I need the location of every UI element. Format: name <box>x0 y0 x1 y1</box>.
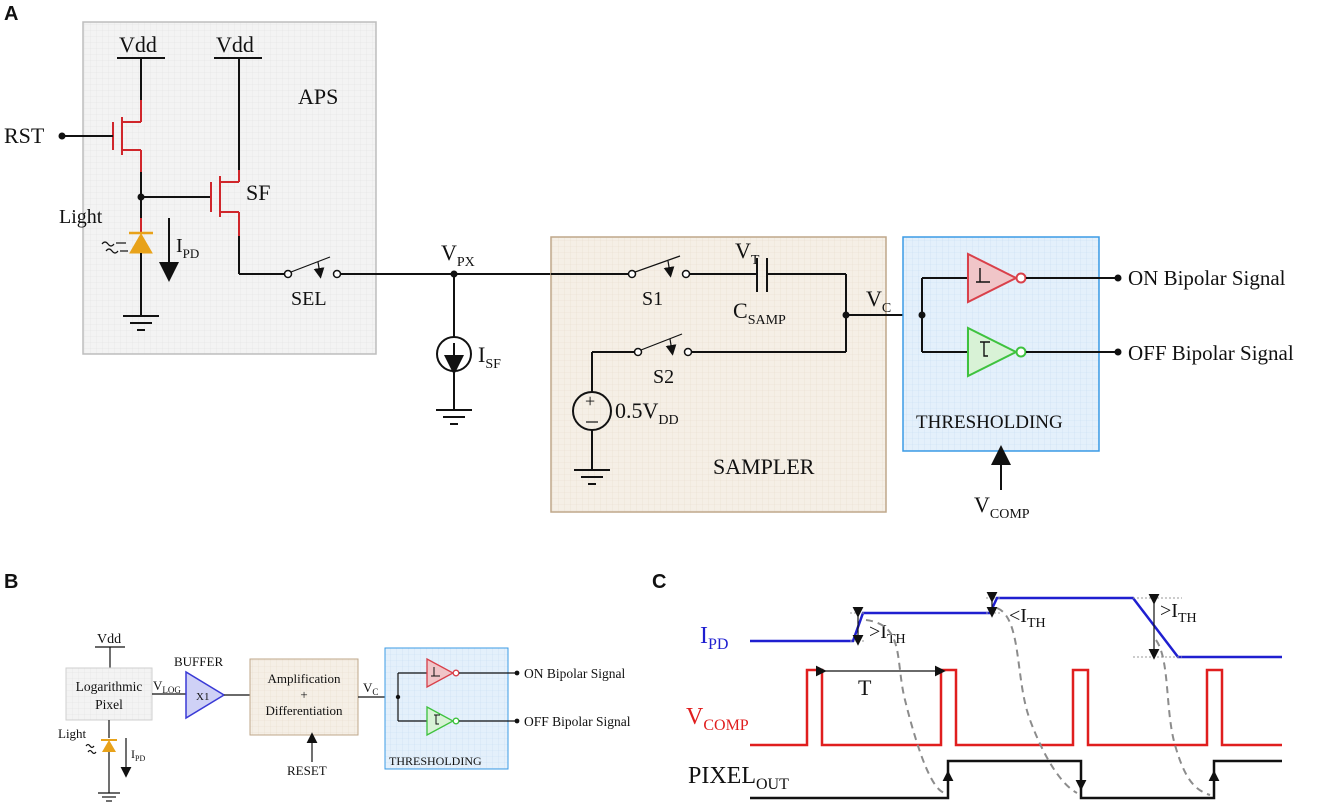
isf-label: I <box>478 342 485 367</box>
svg-text:ISF: ISF <box>478 342 501 372</box>
ith-label-3: >I <box>1160 600 1178 622</box>
svg-text:VT: VT <box>735 238 760 268</box>
thresholding-label-b: THRESHOLDING <box>389 754 482 768</box>
on-comparator <box>967 252 1027 304</box>
x1-label: X1 <box>196 691 209 703</box>
rst-terminal <box>58 132 66 140</box>
svg-text:VCOMP: VCOMP <box>974 492 1030 522</box>
s1-switch <box>627 255 691 279</box>
sampler-label: SAMPLER <box>713 454 815 479</box>
rst-transistor <box>112 100 142 172</box>
sel-label: SEL <box>291 288 327 310</box>
aps-label: APS <box>298 84 338 109</box>
vdd-label-2: Vdd <box>216 32 254 57</box>
vpx-label: V <box>441 240 457 265</box>
ith-label-1: >I <box>869 621 887 643</box>
ipd-label-b: I <box>131 747 135 761</box>
buffer-amplifier: X1 <box>185 670 226 720</box>
s2-switch <box>633 333 693 357</box>
sampler-block <box>550 236 887 513</box>
on-comparator-b <box>426 657 460 689</box>
svg-text:VLOG: VLOG <box>153 678 181 695</box>
vdd-label-1: Vdd <box>119 32 157 57</box>
svg-text:VC: VC <box>866 286 891 316</box>
vc-label: V <box>866 286 882 311</box>
panel-b: Vdd Logarithmic Pixel Light IPD VLOG BUF… <box>58 632 631 802</box>
amp-label-3: Differentiation <box>265 703 343 718</box>
off-signal-label: OFF Bipolar Signal <box>1128 341 1294 365</box>
svg-text:VCOMP: VCOMP <box>686 704 749 734</box>
logarithmic-pixel-block <box>65 667 153 721</box>
pixel-label-2: Pixel <box>95 697 123 712</box>
panel-c: IPD >ITH <ITH >ITH VCOMP T PIXELOUT <box>686 592 1282 800</box>
ground-symbol <box>574 469 610 485</box>
amplification-block <box>249 658 359 736</box>
svg-text:VC: VC <box>363 680 378 697</box>
s2-label: S2 <box>653 366 674 388</box>
svg-text:0.5VDD: 0.5VDD <box>615 398 679 428</box>
svg-text:PIXELOUT: PIXELOUT <box>688 763 789 793</box>
sel-switch <box>283 256 342 279</box>
svg-text:IPD: IPD <box>700 623 728 653</box>
ground-symbol <box>436 409 472 425</box>
ith-label-2: <I <box>1009 605 1027 627</box>
photodiode <box>129 218 153 316</box>
ground-symbol <box>123 315 159 331</box>
rst-label: RST <box>4 123 45 148</box>
svg-text:>ITH: >ITH <box>869 621 906 647</box>
off-comparator-b <box>426 705 460 737</box>
vcomp-label: V <box>974 492 990 517</box>
svg-text:CSAMP: CSAMP <box>733 298 786 328</box>
pixel-label-1: Logarithmic <box>76 679 143 694</box>
svg-text:VPX: VPX <box>441 240 475 270</box>
on-signal-label: ON Bipolar Signal <box>1128 266 1286 290</box>
source-label: 0.5V <box>615 398 659 423</box>
svg-text:IPD: IPD <box>176 235 199 261</box>
buffer-label: BUFFER <box>174 654 223 669</box>
thresholding-label: THRESHOLDING <box>916 412 1063 433</box>
reset-label: RESET <box>287 763 327 778</box>
ipd-label: I <box>176 235 183 257</box>
vc-label-b: V <box>363 680 373 695</box>
vcomp-waveform <box>750 668 1282 747</box>
panel-label-c: C <box>652 571 666 593</box>
ipd-waveform-label: I <box>700 623 708 649</box>
panel-label-a: A <box>4 3 18 25</box>
photodiode-b <box>101 739 117 752</box>
s1-label: S1 <box>642 288 663 310</box>
period-label: T <box>858 675 872 700</box>
ground-symbol-b <box>98 792 120 802</box>
vlog-label: V <box>153 678 163 693</box>
on-output-terminal <box>1114 274 1122 282</box>
on-signal-label-b: ON Bipolar Signal <box>524 666 625 681</box>
off-comparator <box>967 326 1027 378</box>
svg-text:>ITH: >ITH <box>1160 600 1197 626</box>
panel-label-b: B <box>4 571 18 593</box>
light-label-b: Light <box>58 726 87 741</box>
svg-text:<ITH: <ITH <box>1009 605 1046 631</box>
amp-label-2: + <box>300 687 307 702</box>
svg-text:+: + <box>585 391 595 411</box>
light-icon <box>101 241 128 254</box>
light-label: Light <box>59 206 103 228</box>
off-signal-label-b: OFF Bipolar Signal <box>524 714 631 729</box>
vcomp-waveform-label: V <box>686 704 704 730</box>
vdd-label-b: Vdd <box>97 632 121 647</box>
sf-transistor <box>210 170 240 236</box>
vt-label: V <box>735 238 751 263</box>
panel-a: APS Vdd Vdd RST <box>4 21 1294 522</box>
thresholding-block-b <box>384 647 509 770</box>
pixelout-waveform <box>750 759 1282 800</box>
svg-text:IPD: IPD <box>131 747 145 763</box>
off-output-terminal <box>1114 348 1122 356</box>
pixelout-label: PIXEL <box>688 763 756 789</box>
aps-block <box>82 21 377 355</box>
amp-label-1: Amplification <box>268 671 341 686</box>
csamp-label: C <box>733 298 748 323</box>
sf-label: SF <box>246 180 270 205</box>
